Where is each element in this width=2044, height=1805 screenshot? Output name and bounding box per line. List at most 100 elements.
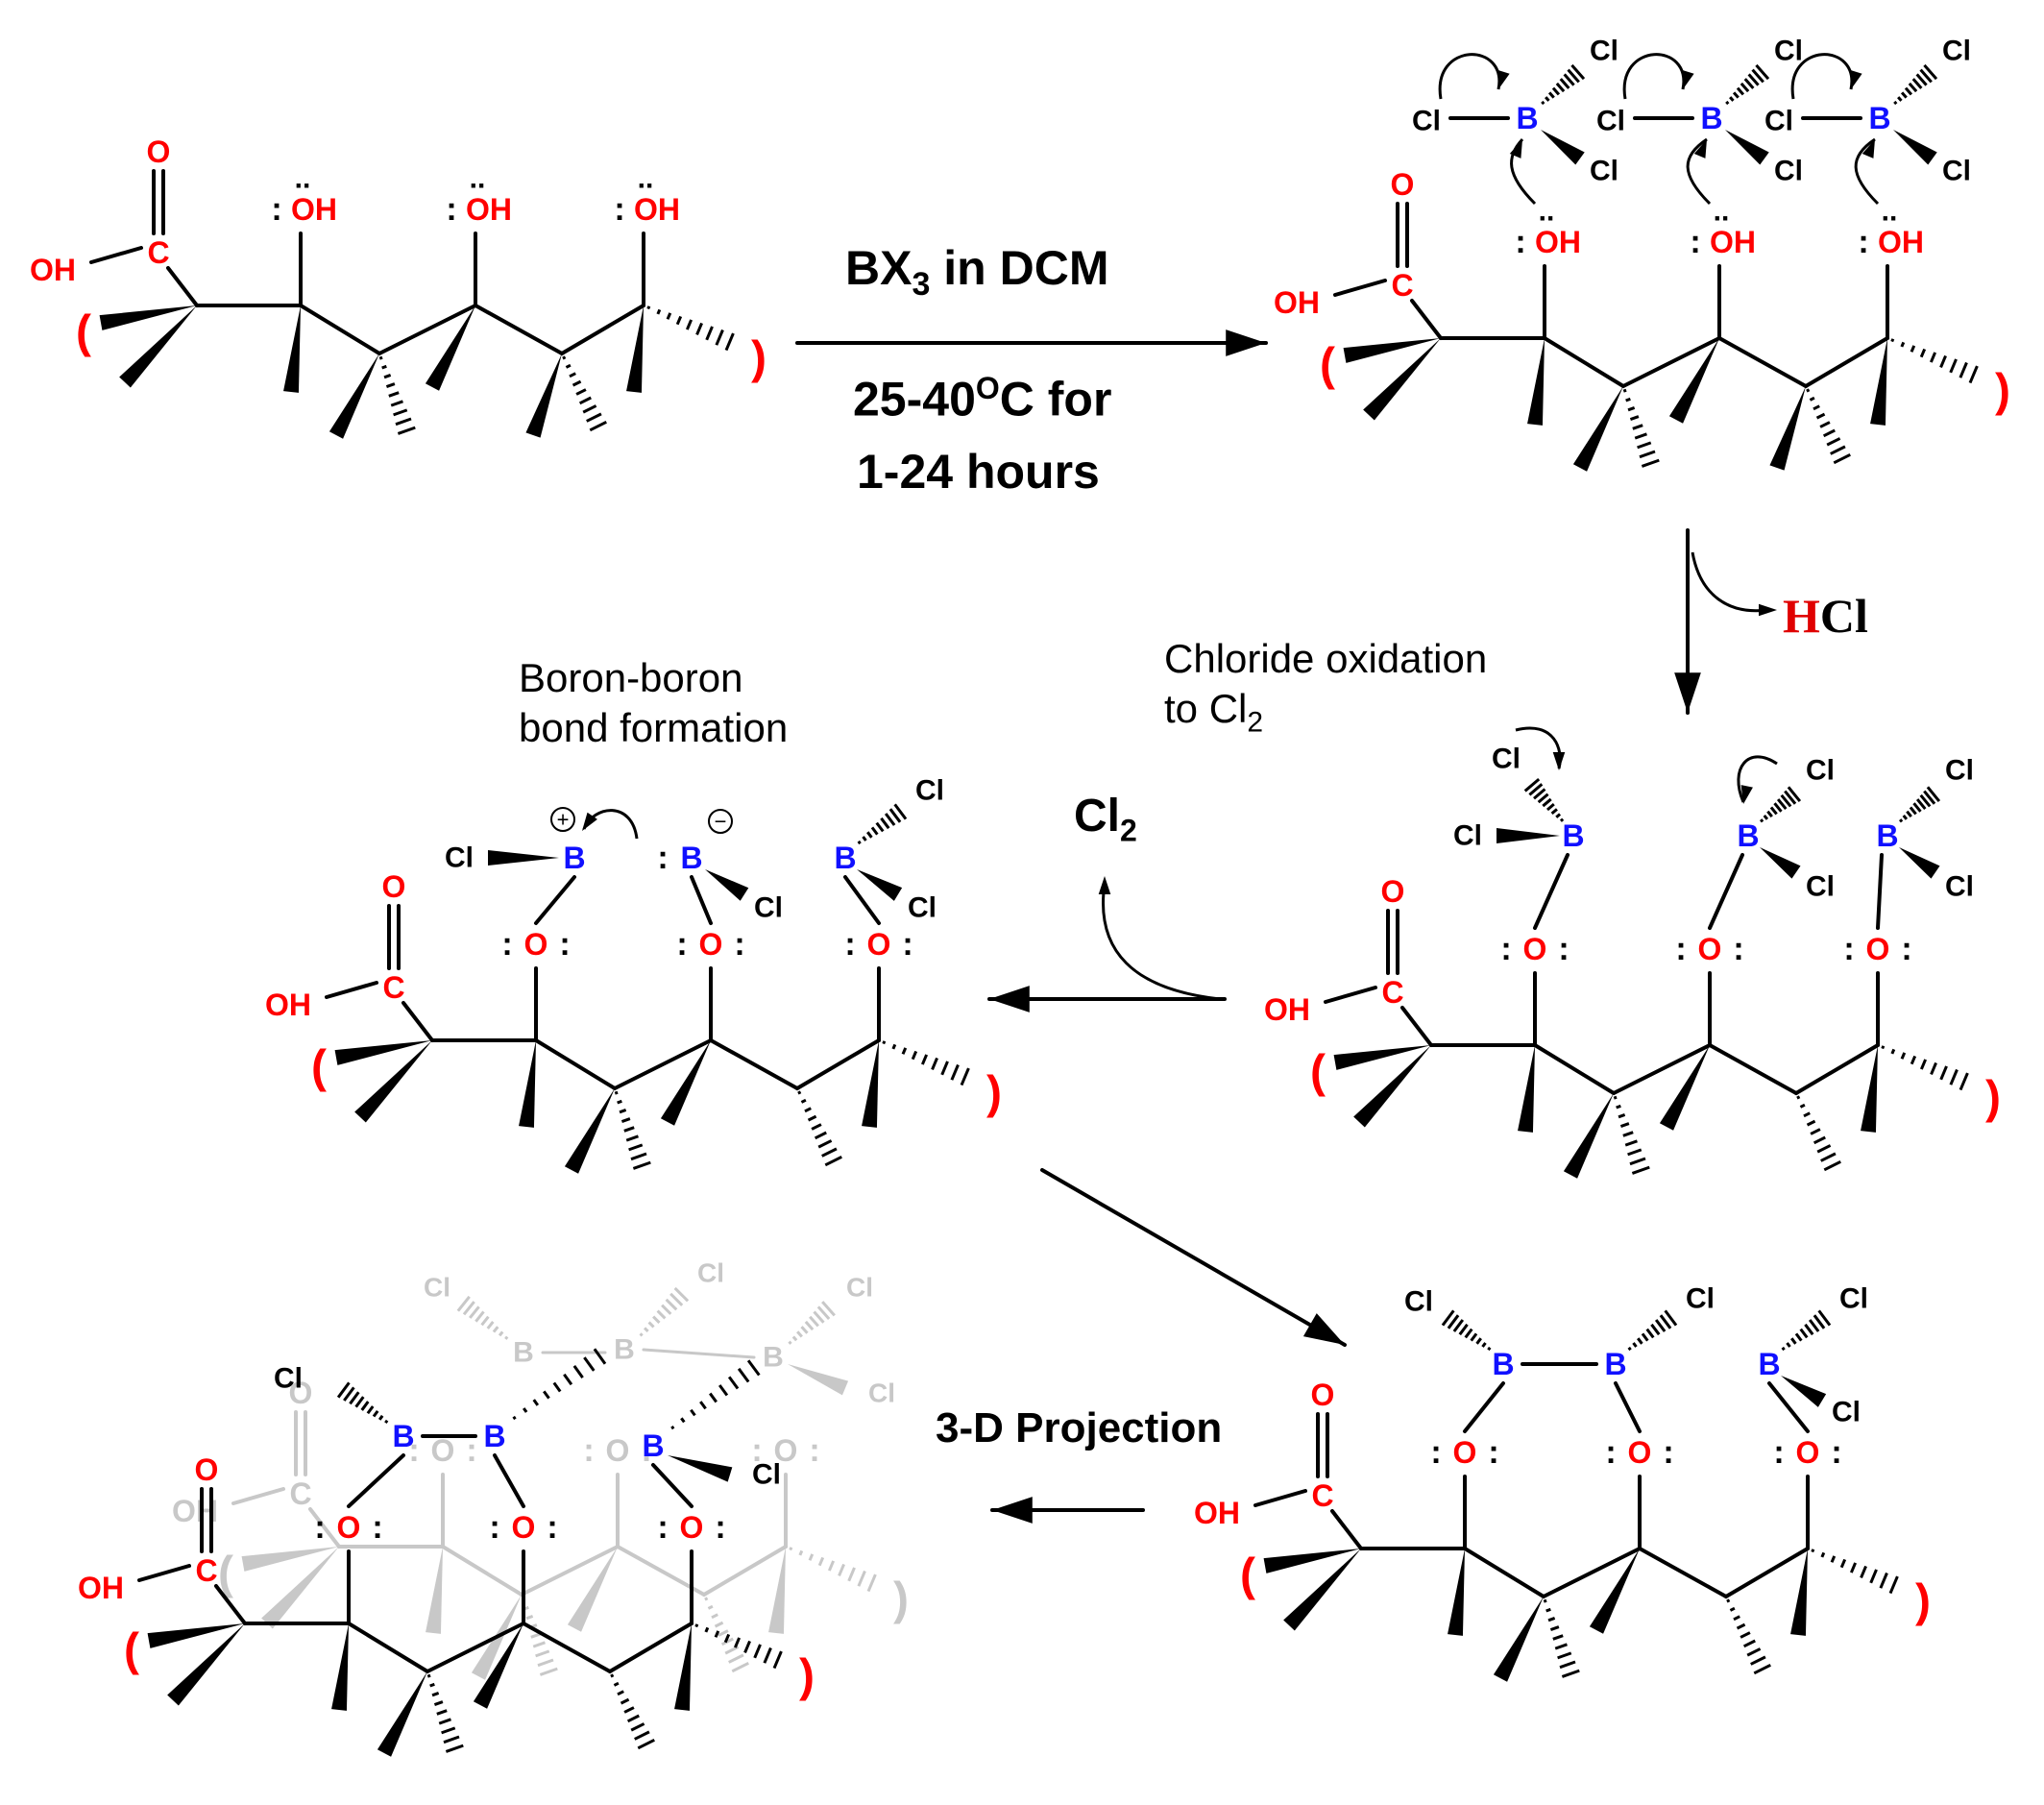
positive-charge: + [557,808,570,832]
boron-atom: B [563,841,585,875]
hash-stroke [644,1327,649,1332]
hash-stroke [1747,73,1760,86]
hash-stroke [857,840,862,845]
hash-stroke [666,312,672,320]
hash-stroke [1869,1569,1878,1584]
hash-stroke [456,1295,471,1312]
wedge-bond [1760,847,1801,879]
bridging-oxygen: O [1628,1435,1652,1470]
wedge-bond [1343,338,1441,363]
hash-stroke [1613,1095,1618,1100]
chlorine-atom: Cl [274,1363,303,1395]
bridging-oxygen: O [680,1510,704,1545]
hash-stroke [625,1134,639,1142]
hydroxyl-group: OH [634,192,680,227]
hash-stroke [1622,388,1627,393]
wedge-bond [768,1547,786,1634]
hash-stroke [1537,793,1549,804]
hash-stroke [1629,1157,1646,1166]
wedge-bond [1527,338,1545,426]
hash-stroke [727,1376,740,1390]
hash-stroke [1541,100,1545,106]
hash-stroke [1784,790,1797,805]
hash-stroke [690,1408,696,1417]
wedge-bond [1496,828,1560,843]
hash-stroke [1732,91,1740,99]
boron-boron-note: Boron-boron bond formation [519,653,788,753]
hash-stroke [813,1310,825,1324]
hash-stroke [1769,806,1778,816]
lone-pair: : [372,1509,382,1546]
lone-pair: : [1500,931,1511,967]
hash-stroke [675,315,683,326]
hash-stroke [426,1673,431,1678]
hash-stroke [720,1637,734,1646]
curly-arrow-path [1622,53,1686,100]
hash-stroke [718,1384,729,1397]
hash-stroke [816,1305,831,1321]
temperature-unit: C for [999,372,1112,427]
hydroxyl-bond [1253,1489,1307,1507]
ghost-chlorine: Cl [868,1378,895,1408]
projection-arrow [990,1497,1145,1524]
hash-stroke [610,1673,615,1678]
oxidation-note-subscript: 2 [1247,706,1264,739]
hash-stroke [1528,783,1544,796]
boron-atom: B [680,841,702,875]
b-o-bond [843,875,881,925]
hash-stroke [1830,1555,1837,1563]
hash-stroke [1915,798,1927,811]
chlorine-atom: Cl [915,775,944,807]
curly-arrow-path [582,809,639,840]
hash-stroke [940,1061,949,1076]
chlorine-atom: Cl [1590,36,1618,67]
hash-stroke [1968,365,1979,384]
wedge-bond [1333,1045,1431,1070]
hash-stroke [647,1321,655,1329]
reaction-arrow [795,329,1268,356]
wedge-bond [857,869,903,901]
boron-atom: B [1562,818,1584,853]
hash-stroke [343,1386,355,1402]
hash-stroke [1912,802,1922,813]
wedge-bond [1541,130,1585,165]
hash-stroke [1557,1651,1572,1660]
hash-stroke [1893,100,1898,106]
temperature-condition: 25-40OC for [853,371,1111,427]
bridging-oxygen: O [774,1433,798,1468]
hash-stroke [1826,437,1841,447]
hash-stroke [893,803,908,820]
bridging-oxygen: O [606,1433,630,1468]
hash-stroke [378,355,383,360]
wedge-bond [1781,1376,1827,1407]
hash-stroke [1813,404,1820,411]
wedge-bond [1448,1549,1465,1636]
lone-pair: : [1675,931,1686,967]
hash-stroke [1725,100,1730,106]
hash-stroke [1839,1558,1847,1569]
hash-stroke [798,1549,804,1556]
hash-stroke [462,1301,475,1316]
hash-stroke [797,1090,802,1095]
wedge-bond [1725,130,1769,165]
hash-stroke [525,1615,534,1621]
wedge-bond [377,1671,427,1757]
hash-stroke [1616,1104,1621,1110]
hash-stroke [1487,1346,1492,1352]
hash-stroke [634,1730,650,1741]
hash-stroke [388,391,400,398]
bridging-oxygen: O [431,1433,455,1468]
oxidation-note: Chloride oxidation to Cl2 [1164,634,1487,747]
curly-arrow [1686,137,1712,206]
hash-stroke [1959,361,1968,378]
hash-stroke [950,1063,960,1081]
hash-stroke [656,1309,667,1320]
hash-stroke [1822,428,1836,438]
arrow-head [1674,672,1701,713]
hash-stroke [800,1326,809,1334]
hcl-byproduct: HCl [1783,588,1868,644]
wedge-bond [241,1547,339,1572]
chain-bond [1533,1043,1616,1095]
b-o-bond [1533,853,1570,930]
